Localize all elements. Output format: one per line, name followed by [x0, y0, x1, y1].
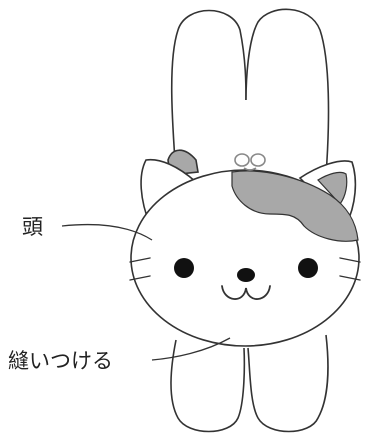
right-ear-inner	[317, 171, 348, 205]
nose	[237, 268, 255, 282]
label-sew-on: 縫いつける	[8, 349, 113, 373]
label-head: 頭	[22, 215, 43, 239]
mouth	[221, 285, 271, 300]
right-eye	[298, 258, 318, 278]
upper-strip-right	[245, 8, 330, 176]
sew-leader-line	[151, 337, 231, 361]
lower-strip-left	[170, 339, 246, 433]
whiskers	[129, 257, 361, 281]
upper-strip-left	[170, 9, 247, 176]
leg-strips	[170, 8, 330, 433]
head-leader-line	[61, 223, 153, 241]
head-patch	[231, 170, 359, 242]
left-eye	[174, 258, 194, 278]
lower-strip-right	[247, 334, 329, 433]
head-bow	[234, 153, 266, 171]
leader-lines	[61, 223, 231, 361]
